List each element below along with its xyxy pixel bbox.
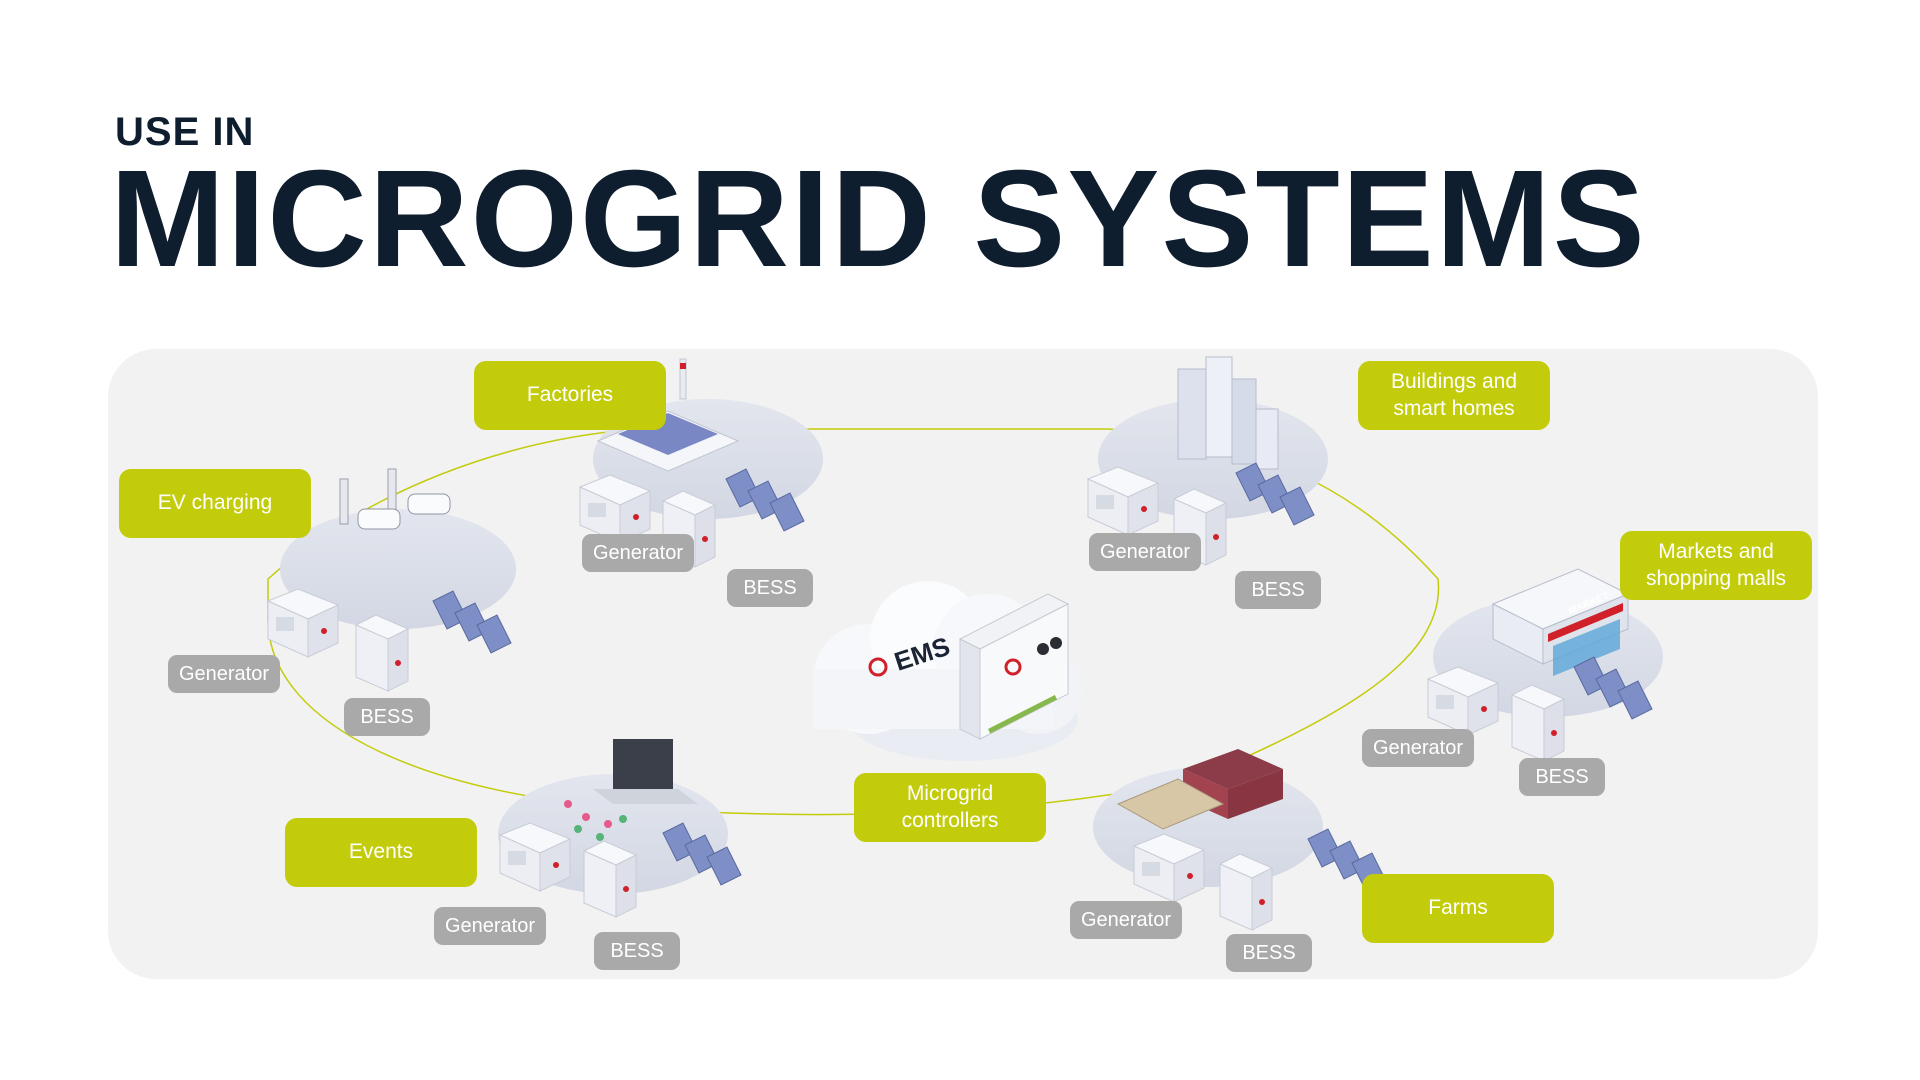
car-icon xyxy=(357,493,451,530)
page-title: MICROGRID SYSTEMS xyxy=(110,142,1647,296)
ems-cloud: EMS xyxy=(813,581,1083,761)
tag-markets: Markets and shopping malls xyxy=(1620,531,1812,600)
tag-farms: Farms xyxy=(1362,874,1554,943)
chip-generator-events: Generator xyxy=(434,907,546,945)
chip-bess-buildings: BESS xyxy=(1235,571,1321,609)
site-events xyxy=(498,739,742,918)
chip-bess-factories: BESS xyxy=(727,569,813,607)
brand-logo-icon xyxy=(868,657,888,677)
controller-device-icon xyxy=(958,593,1070,740)
tag-buildings: Buildings and smart homes xyxy=(1358,361,1550,430)
building-icon xyxy=(1177,356,1279,470)
market-icon: MARKET xyxy=(1491,568,1630,676)
chip-bess-farms: BESS xyxy=(1226,934,1312,972)
site-ev-charging xyxy=(267,468,516,692)
kicker-title: USE IN xyxy=(115,110,255,154)
chip-generator-farms: Generator xyxy=(1070,901,1182,939)
tag-events: Events xyxy=(285,818,477,887)
brand-logo-icon xyxy=(1004,658,1022,676)
diagram-panel: MARKET xyxy=(108,349,1818,979)
chip-generator-ev: Generator xyxy=(168,655,280,693)
site-markets: MARKET xyxy=(1427,568,1663,762)
chip-generator-buildings: Generator xyxy=(1089,533,1201,571)
site-buildings xyxy=(1087,356,1328,566)
site-farms xyxy=(1093,749,1387,931)
connection-ring xyxy=(267,428,1440,816)
chip-bess-ev: BESS xyxy=(344,698,430,736)
chip-generator-markets: Generator xyxy=(1362,729,1474,767)
diagram-scene: MARKET xyxy=(267,356,1663,931)
chip-bess-markets: BESS xyxy=(1519,758,1605,796)
chip-bess-events: BESS xyxy=(594,932,680,970)
stage-icon xyxy=(564,739,698,841)
tag-factories: Factories xyxy=(474,361,666,430)
bess-icon xyxy=(1511,684,1565,762)
tag-microgrid-controllers: Microgrid controllers xyxy=(854,773,1046,842)
barn-icon xyxy=(1116,749,1283,830)
tag-ev-charging: EV charging xyxy=(119,469,311,538)
chip-generator-factories: Generator xyxy=(582,534,694,572)
bess-icon xyxy=(1219,853,1273,931)
bess-icon xyxy=(355,614,409,692)
bess-icon xyxy=(583,840,637,918)
